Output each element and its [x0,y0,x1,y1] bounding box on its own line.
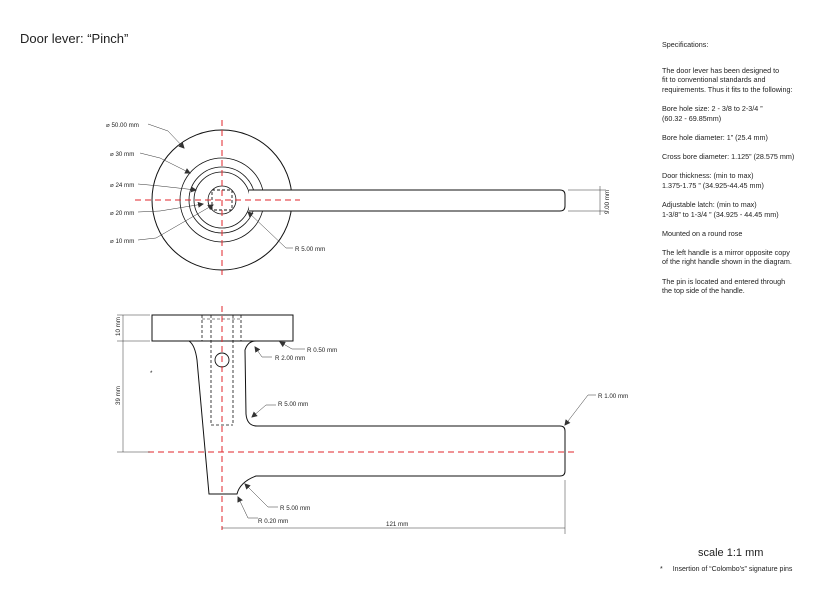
specifications-panel: Specifications: The door lever has been … [662,40,812,305]
spec-paragraph: Cross bore diameter: 1.125” (28.575 mm) [662,151,795,161]
spec-paragraph: Door thickness: (min to max) 1.375-1.75 … [662,171,764,190]
label-dia-24: ⌀ 24 mm [110,182,134,189]
specifications-heading: Specifications: [662,40,709,49]
leader-radius-050 [279,341,305,350]
label-radius-5-top: R 5.00 mm [295,246,325,253]
label-radius-500-a: R 5.00 mm [278,401,308,408]
spec-paragraph: Bore hole diameter: 1” (25.4 mm) [662,132,768,142]
leader-radius-500-a [251,404,276,418]
spec-paragraph: Mounted on a round rose [662,228,743,238]
leader-dia-24 [137,183,197,193]
label-height-10: 10 mm [115,317,122,336]
scale-label: scale 1:1 mm [698,547,764,559]
label-radius-050: R 0.50 mm [307,347,337,354]
pin-marker: * [150,370,153,377]
top-view: ⌀ 50.00 mm ⌀ 30 mm ⌀ 24 mm ⌀ 20 mm ⌀ 10 … [106,120,611,275]
leader-dia-50 [147,123,185,149]
spec-paragraph: Bore hole size: 2 - 3/8 to 2-3/4 ” (60.3… [662,103,763,123]
leader-radius-5-top [247,211,293,249]
label-radius-020: R 0.20 mm [258,518,288,525]
label-radius-200: R 2.00 mm [275,355,305,362]
footnote-text: Insertion of “Colombo’s” signature pins [672,566,793,573]
leader-radius-200 [254,346,272,358]
leader-radius-500-b [244,483,278,508]
leader-radius-020 [237,496,258,519]
spec-paragraph: Adjustable latch: (min to max) 1-3/8” to… [662,199,779,219]
side-view: * 10 mm 39 mm R 0.50 mm R 2.00 mm R 5.00… [115,306,628,534]
label-dia-50: ⌀ 50.00 mm [106,122,139,129]
lever-arm-top [249,189,566,212]
label-width-9: 9.00 mm [604,190,611,214]
leader-dia-20 [137,201,204,213]
label-radius-100: R 1.00 mm [598,393,628,400]
leader-dia-30 [139,152,191,174]
footnote: * Insertion of “Colombo’s” signature pin… [660,566,792,573]
spec-paragraph: The door lever has been designed to fit … [662,65,793,94]
footnote-marker: * [660,566,663,573]
label-height-39: 39 mm [115,386,122,405]
drawing-title: Door lever: “Pinch” [20,31,129,46]
leader-dia-10 [137,204,214,241]
lever-body-side [187,340,566,495]
leader-radius-100 [564,394,596,426]
label-dia-10: ⌀ 10 mm [110,238,134,245]
label-dia-30: ⌀ 30 mm [110,151,134,158]
label-dia-20: ⌀ 20 mm [110,210,134,217]
label-length-121: 121 mm [386,521,408,528]
spec-paragraph: The pin is located and entered through t… [662,276,786,296]
label-radius-500-b: R 5.00 mm [280,505,310,512]
spec-paragraph: The left handle is a mirror opposite cop… [662,247,792,267]
